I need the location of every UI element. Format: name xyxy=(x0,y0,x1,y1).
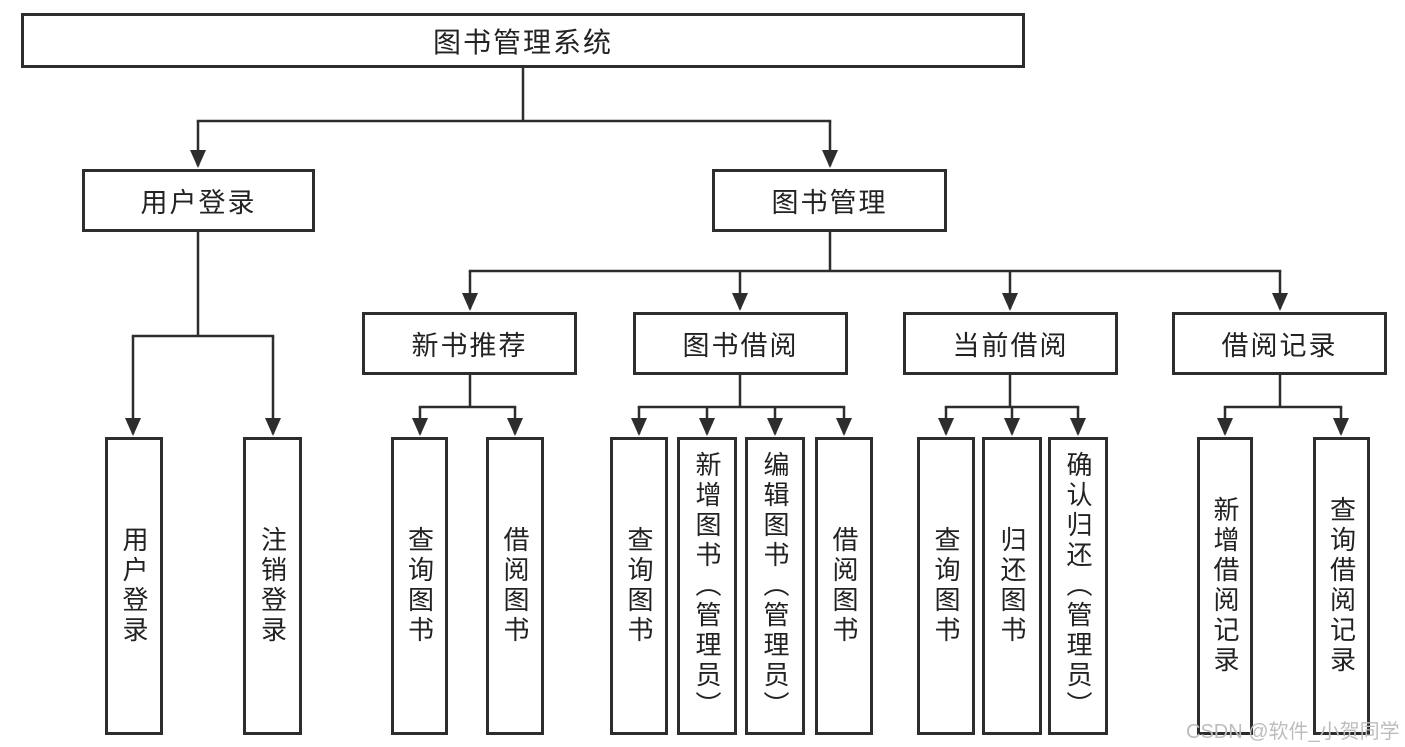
leaf-cb-query-book: 查询图书 xyxy=(917,437,975,735)
arrows-book-borrowing xyxy=(631,407,852,436)
arrows-root xyxy=(190,121,838,168)
arrows-new-book-recommend xyxy=(412,407,523,436)
leaf-cb-confirm-return-admin: 确认归还（管理员） xyxy=(1048,437,1108,735)
leaf-logout: 注销登录 xyxy=(243,437,302,735)
node-current-borrowing: 当前借阅 xyxy=(903,312,1118,375)
leaf-bb-edit-book-admin: 编辑图书（管理员） xyxy=(745,437,805,735)
connector-user-login xyxy=(131,230,275,338)
arrows-user-login xyxy=(125,336,281,436)
leaf-bb-query-book: 查询图书 xyxy=(610,437,668,735)
node-user-login: 用户登录 xyxy=(82,169,315,232)
node-root: 图书管理系统 xyxy=(21,13,1025,68)
arrows-borrow-records xyxy=(1217,407,1349,436)
node-new-book-recommend: 新书推荐 xyxy=(362,312,577,375)
leaf-br-add-record: 新增借阅记录 xyxy=(1197,437,1253,735)
leaf-cb-return-book: 归还图书 xyxy=(982,437,1042,735)
connector-book-borrowing xyxy=(637,373,846,409)
node-book-borrowing: 图书借阅 xyxy=(633,312,848,375)
leaf-br-query-record: 查询借阅记录 xyxy=(1313,437,1370,735)
node-borrow-records: 借阅记录 xyxy=(1172,312,1387,375)
leaf-nb-borrow-book: 借阅图书 xyxy=(486,437,544,735)
leaf-bb-add-book-admin: 新增图书（管理员） xyxy=(677,437,737,735)
node-book-management: 图书管理 xyxy=(712,169,947,232)
connector-new-book-recommend xyxy=(418,373,517,409)
arrows-book-management xyxy=(462,271,1288,311)
connector-book-management xyxy=(468,230,1282,273)
connector-root xyxy=(196,66,832,123)
leaf-bb-borrow-book: 借阅图书 xyxy=(815,437,873,735)
leaf-user-login: 用户登录 xyxy=(105,437,163,735)
arrows-current-borrowing xyxy=(938,407,1086,436)
connector-borrow-records xyxy=(1223,373,1343,409)
leaf-nb-query-book: 查询图书 xyxy=(391,437,448,735)
watermark: CSDN @软件_小贺同学 xyxy=(1186,721,1400,743)
connector-current-borrowing xyxy=(944,373,1080,409)
